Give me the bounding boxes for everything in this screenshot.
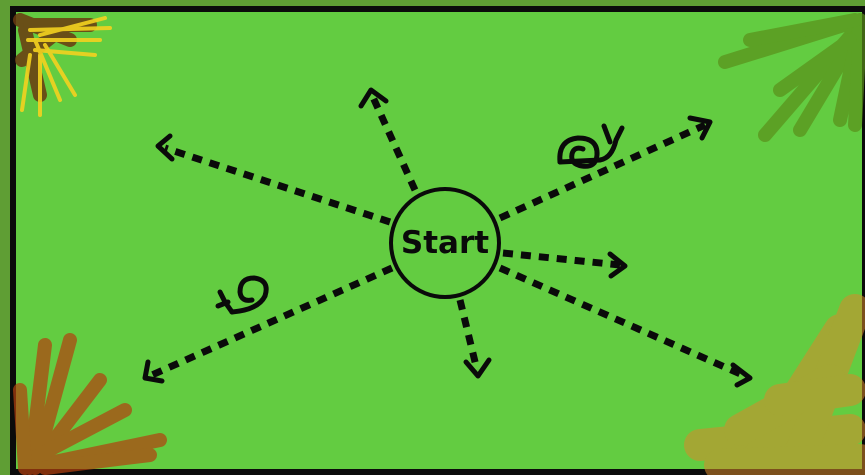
- start-label: Start: [401, 225, 489, 261]
- bush-icon: [13, 333, 167, 475]
- snail-icon: [557, 123, 625, 169]
- direction-arrows: [142, 87, 753, 388]
- snail-icon: [215, 275, 269, 315]
- arrow-right-head: [607, 251, 628, 279]
- arrow-lower-right-head: [730, 362, 753, 388]
- arrow-upper-left: [163, 144, 392, 226]
- bush-icon: [718, 13, 865, 142]
- arrow-upper-right-head: [687, 115, 713, 141]
- arrow-up-head: [358, 87, 389, 109]
- arrow-right: [502, 249, 621, 269]
- bush-icon: [13, 13, 112, 117]
- start-circle: [389, 187, 501, 299]
- arrow-down: [456, 299, 481, 371]
- arrow-lower-left-head: [142, 359, 165, 384]
- arrow-upper-left-head: [155, 133, 175, 162]
- arrow-upper-right: [498, 121, 707, 222]
- arrow-down-head: [463, 357, 492, 379]
- arrow-lower-left: [150, 264, 394, 379]
- arrow-lower-right: [498, 264, 747, 380]
- bush-icon: [684, 294, 865, 475]
